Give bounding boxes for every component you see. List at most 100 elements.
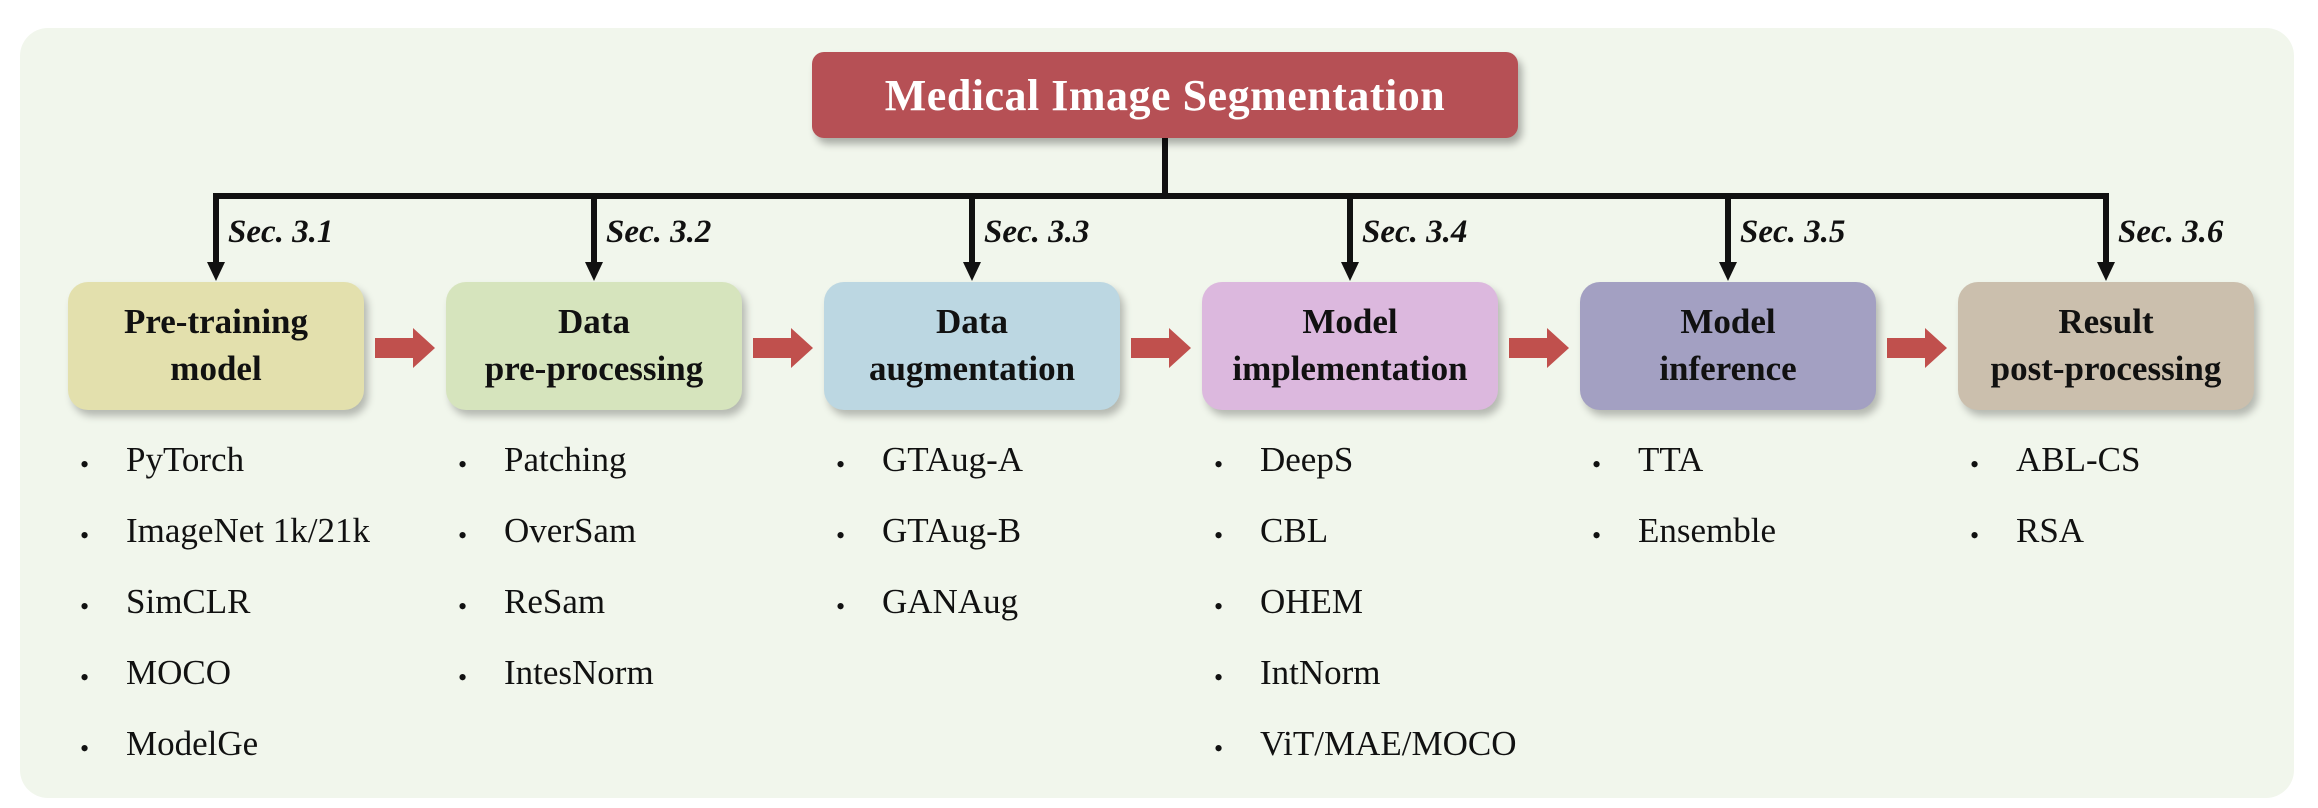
list-item-text: ReSam (504, 582, 606, 621)
stage-title-line: inference (1659, 349, 1797, 388)
list-item: • GANAug (836, 582, 1023, 653)
stage-title: Data pre-processing (485, 299, 703, 393)
stage-title: Model inference (1659, 299, 1796, 393)
list-item-text: ModelGe (126, 724, 259, 763)
stage-title-line: Model (1302, 302, 1398, 342)
list-item-text: ABL-CS (2016, 440, 2141, 479)
stage-title-line: model (170, 349, 262, 388)
bullet-icon: • (80, 663, 90, 692)
list-item: •RSA (1970, 511, 2140, 582)
list-item: • TTA (1592, 440, 1776, 511)
list-item-text: IntesNorm (504, 653, 654, 692)
list-item: •GTAug-B (836, 511, 1023, 582)
stage-box: Data augmentation (824, 282, 1120, 410)
root-title: Medical Image Segmentation (884, 70, 1446, 120)
arrowhead-icon (963, 262, 981, 281)
stage-box: Result post-processing (1958, 282, 2254, 410)
stage-title-line: Pre-training (123, 302, 309, 342)
stage-title-line: augmentation (868, 349, 1076, 388)
list-item: •ViT/MAE/MOCO (1214, 724, 1517, 795)
section-label: Sec. 3.1 (228, 214, 334, 250)
flow-arrow-icon (753, 328, 813, 368)
list-item-text: MOCO (126, 653, 232, 692)
list-item: •OverSam (458, 511, 654, 582)
list-item: •Ensemble (1592, 511, 1776, 582)
stage-title-line: Result (2058, 302, 2154, 342)
stage-title-line: implementation (1232, 349, 1468, 388)
list-item: • ModelGe (80, 724, 370, 795)
stage-title: Model implementation (1232, 299, 1467, 393)
stage-box: Model inference (1580, 282, 1876, 410)
list-item: • MOCO (80, 653, 370, 724)
list-item: • IntesNorm (458, 653, 654, 724)
list-item-text: DeepS (1260, 440, 1354, 479)
bullet-icon: • (1592, 521, 1602, 550)
bullet-icon: • (1214, 592, 1224, 621)
list-item-text: SimCLR (126, 582, 251, 621)
flow-arrow-icon (1131, 328, 1191, 368)
bullet-icon: • (1214, 663, 1224, 692)
bullet-icon: • (836, 592, 846, 621)
bullet-icon: • (1214, 450, 1224, 479)
list-item-text: CBL (1260, 511, 1329, 550)
list-item: • SimCLR (80, 582, 370, 653)
stage-box: Pre-training model (68, 282, 364, 410)
arrowhead-icon (1719, 262, 1737, 281)
section-label: Sec. 3.3 (984, 214, 1090, 250)
section-label: Sec. 3.6 (2118, 214, 2224, 250)
list-item-text: OverSam (504, 511, 637, 550)
list-item: •PyTorch (80, 440, 370, 511)
stage-title-line: Data (558, 302, 630, 342)
background-panel (20, 28, 2294, 798)
arrowhead-icon (207, 262, 225, 281)
flow-arrow-icon (1509, 328, 1569, 368)
bullet-icon: • (80, 592, 90, 621)
list-item-text: PyTorch (126, 440, 245, 479)
section-label: Sec. 3.5 (1740, 214, 1846, 250)
list-item-text: GANAug (882, 582, 1019, 621)
stage-title-line: post-processing (1990, 349, 2222, 388)
stage-title: Data augmentation (869, 299, 1075, 393)
list-item: •ImageNet 1k/21k (80, 511, 370, 582)
list-item-text: ImageNet 1k/21k (126, 511, 370, 550)
stage-item-list: •PyTorch•ImageNet 1k/21k • SimCLR • MOCO • Mod… (80, 440, 370, 795)
bullet-icon: • (1970, 450, 1980, 479)
list-item: • ReSam (458, 582, 654, 653)
arrowhead-icon (2097, 262, 2115, 281)
stage-item-list: •GTAug-A•GTAug-B•GANAug (836, 440, 1023, 653)
stage-item-list: • DeepS • CBL • OHEM • IntNorm •ViT/MAE/MOCO (1214, 440, 1517, 795)
list-item: • CBL (1214, 511, 1517, 582)
section-label: Sec. 3.2 (606, 214, 712, 250)
list-item-text: Patching (504, 440, 627, 479)
bullet-icon: • (1592, 450, 1602, 479)
root-title-box: Medical Image Segmentation (812, 52, 1518, 138)
stage-box: Model implementation (1202, 282, 1498, 410)
stage-box: Data pre-processing (446, 282, 742, 410)
stage-title-line: Model (1680, 302, 1776, 342)
flow-arrow-icon (1887, 328, 1947, 368)
list-item: •GTAug-A (836, 440, 1023, 511)
bullet-icon: • (836, 450, 846, 479)
bullet-icon: • (1214, 521, 1224, 550)
stage-title: Result post-processing (1991, 299, 2222, 393)
list-item-text: IntNorm (1260, 653, 1381, 692)
stage-item-list: • ABL-CS •RSA (1970, 440, 2140, 582)
list-item-text: TTA (1638, 440, 1704, 479)
section-label: Sec. 3.4 (1362, 214, 1468, 250)
list-item: • IntNorm (1214, 653, 1517, 724)
bullet-icon: • (458, 592, 468, 621)
arrowhead-icon (1341, 262, 1359, 281)
bullet-icon: • (458, 450, 468, 479)
arrowhead-icon (585, 262, 603, 281)
stage-title-line: Data (936, 302, 1008, 342)
stage-item-list: • Patching •OverSam • ReSam • IntesNorm (458, 440, 654, 724)
bullet-icon: • (458, 663, 468, 692)
list-item-text: OHEM (1260, 582, 1364, 621)
bullet-icon: • (80, 734, 90, 763)
stage-title-line: pre-processing (484, 349, 704, 388)
list-item-text: RSA (2016, 511, 2085, 550)
list-item-text: GTAug-B (882, 511, 1022, 550)
bullet-icon: • (1214, 734, 1224, 763)
